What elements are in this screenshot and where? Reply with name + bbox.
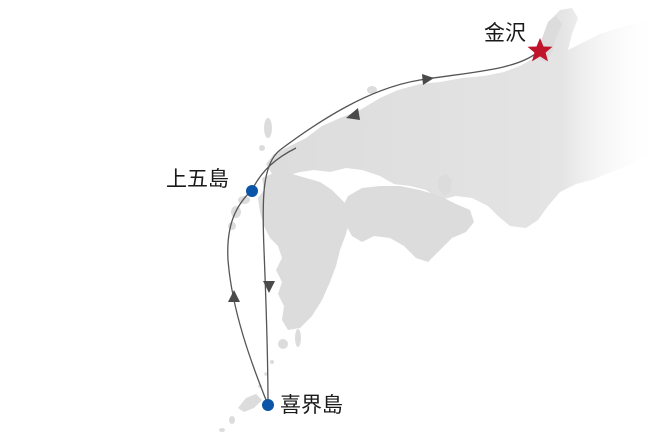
honshu-landmass: [266, 8, 660, 228]
goto-island-a: [238, 196, 250, 204]
tokunoshima: [229, 416, 235, 424]
route-arrow-north: [228, 290, 240, 302]
tanegashima: [295, 329, 301, 347]
tokara-islet-1: [270, 360, 274, 364]
kyushu-landmass: [258, 172, 350, 330]
kikai-label: 喜界島: [280, 393, 343, 417]
oki-island: [367, 86, 377, 94]
tokara-islet-2: [264, 372, 268, 376]
kikai-dot-marker[interactable]: [262, 399, 274, 411]
route-arrow-south: [263, 281, 275, 293]
shikoku-landmass: [342, 186, 474, 262]
yakushima: [278, 339, 288, 349]
kamigoto-label: 上五島: [166, 167, 229, 191]
tsushima-island: [264, 118, 272, 138]
cruise-route: [227, 49, 541, 406]
route-return-leg: [227, 189, 269, 406]
iki-island: [259, 145, 265, 151]
route-arrow-southwest: [346, 108, 360, 120]
kanazawa-label: 金沢: [484, 21, 526, 45]
kamigoto-dot-marker[interactable]: [246, 185, 258, 197]
route-outbound: [262, 49, 541, 406]
awaji-island: [438, 174, 452, 196]
kanazawa-star-marker[interactable]: [527, 38, 553, 62]
amami-oshima: [238, 394, 262, 412]
route-arrow-east: [422, 74, 434, 85]
route-return-north: [251, 147, 297, 191]
okinoerabu: [219, 428, 225, 432]
